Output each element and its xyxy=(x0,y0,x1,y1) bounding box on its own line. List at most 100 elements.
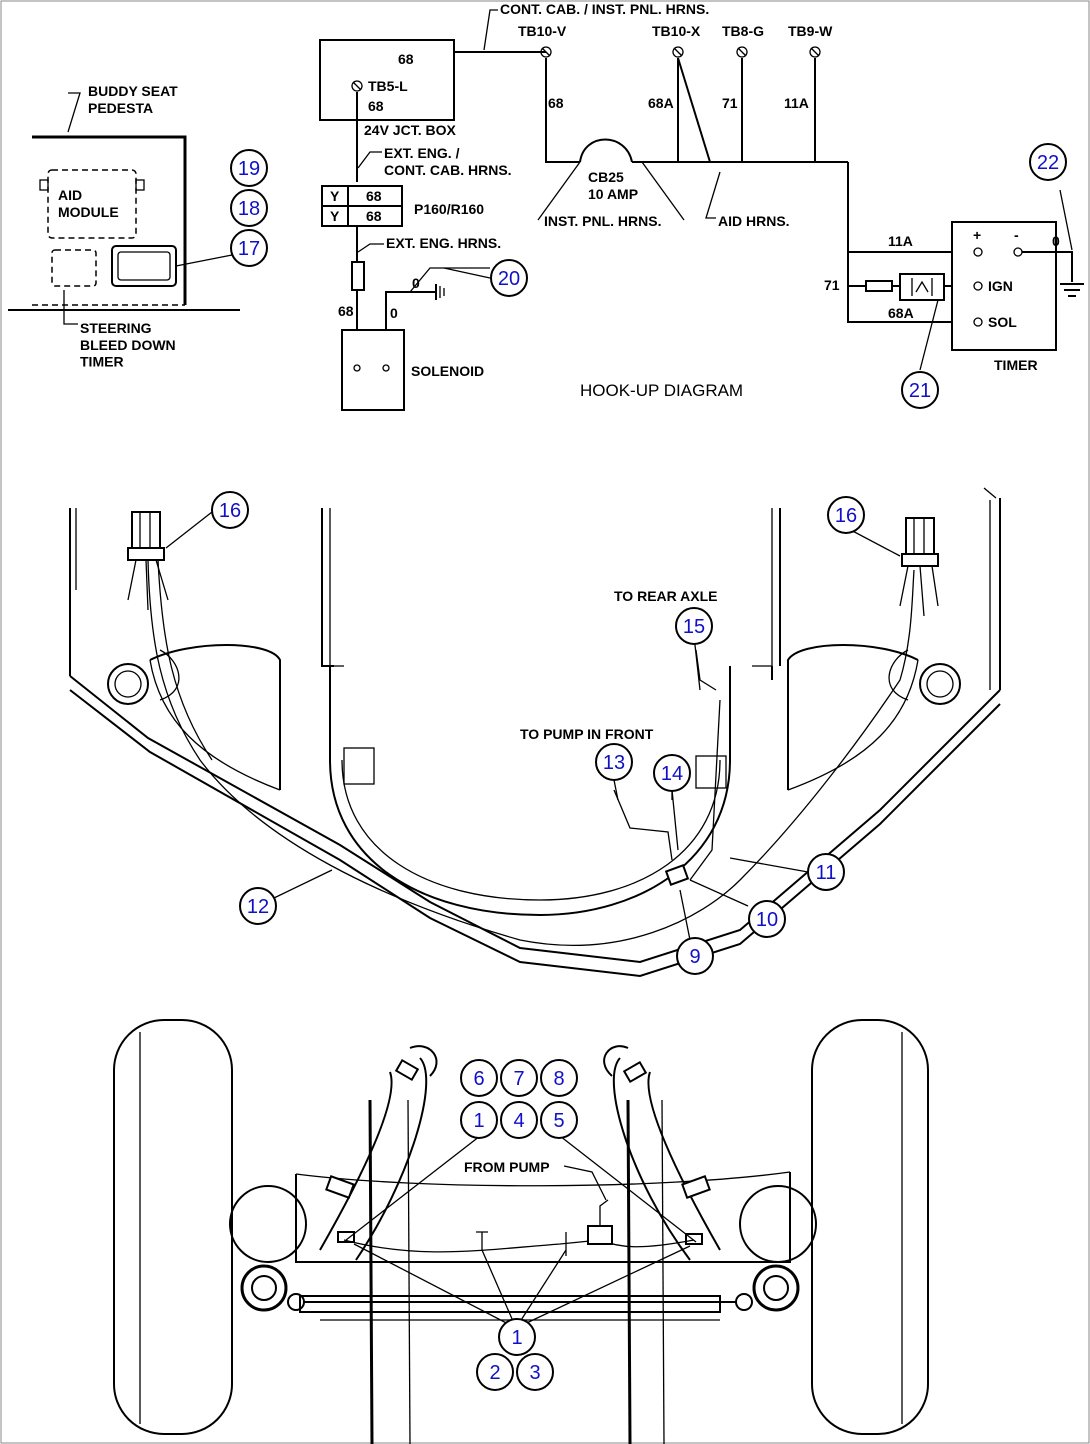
callout-bubble-c1b: 1 xyxy=(498,1318,536,1356)
to-pump-label: TO PUMP IN FRONT xyxy=(520,726,654,742)
timer-wire-0: 0 xyxy=(1052,233,1060,249)
callout-bubble-c15: 15 xyxy=(675,607,713,645)
callout-bubble-c6: 6 xyxy=(460,1059,498,1097)
connector-pin-1: Y xyxy=(330,188,340,204)
callout-num: 2 xyxy=(489,1362,500,1384)
timer-box: + - IGN SOL TIMER xyxy=(951,221,1057,373)
wire-68a-label: 68A xyxy=(648,95,674,111)
aid-hrns-label: AID HRNS. xyxy=(718,213,790,229)
callout-num: 3 xyxy=(529,1362,540,1384)
connector-pin-2: Y xyxy=(330,208,340,224)
callout-bubble-c14: 14 xyxy=(653,754,691,792)
timer-wire-68a: 68A xyxy=(888,305,914,321)
timer-label: TIMER xyxy=(994,357,1038,373)
from-pump-label: FROM PUMP xyxy=(464,1159,550,1175)
callout-bubble-c18: 18 xyxy=(230,189,268,227)
callout-bubble-c2: 2 xyxy=(476,1353,514,1391)
callout-num: 14 xyxy=(661,763,683,785)
callout-num: 6 xyxy=(473,1068,484,1090)
jct-box-label: 24V JCT. BOX xyxy=(364,122,456,138)
callout-bubble-c3: 3 xyxy=(516,1353,554,1391)
callout-num: 5 xyxy=(553,1110,564,1132)
callout-num: 4 xyxy=(513,1110,524,1132)
callout-num: 11 xyxy=(816,862,837,884)
callout-bubble-c19: 19 xyxy=(230,149,268,187)
callout-num: 9 xyxy=(689,946,700,968)
callout-bubble-c7: 7 xyxy=(500,1059,538,1097)
ext-eng-cont-label: EXT. ENG. /CONT. CAB. HRNS. xyxy=(384,145,512,178)
callout-bubble-c12: 12 xyxy=(239,887,277,925)
callout-num: 10 xyxy=(756,909,778,931)
timer-ign: IGN xyxy=(988,278,1013,294)
frame-routing: TO REAR AXLE TO PUMP IN FRONT xyxy=(69,487,1001,978)
callout-bubble-c13: 13 xyxy=(595,743,633,781)
callout-num: 8 xyxy=(553,1068,564,1090)
solenoid-wire-right: 0 xyxy=(390,305,398,321)
pressure-switch-right xyxy=(899,517,939,617)
callout-bubble-c1a: 1 xyxy=(460,1101,498,1139)
terminal-tb9w: TB9-W xyxy=(788,23,833,39)
callout-num: 18 xyxy=(238,198,260,220)
callout-bubble-c16a: 16 xyxy=(211,491,249,529)
callout-num: 16 xyxy=(835,505,857,527)
jct-box-wire-top: 68 xyxy=(398,51,414,67)
wire-68-label: 68 xyxy=(548,95,564,111)
connector-p160-r160: Y 68 Y 68 P160/R160 xyxy=(321,185,484,227)
to-rear-axle-label: TO REAR AXLE xyxy=(614,588,717,604)
callout-num: 20 xyxy=(498,268,520,290)
solenoid-label: SOLENOID xyxy=(411,363,484,379)
ext-eng-hrns-label: EXT. ENG. HRNS. xyxy=(386,235,501,251)
timer-wire-11a: 11A xyxy=(888,233,913,249)
callout-bubble-c10: 10 xyxy=(748,900,786,938)
front-axle: FROM PUMP xyxy=(113,1019,929,1444)
hookup-title: HOOK-UP DIAGRAM xyxy=(580,381,743,400)
callout-num: 12 xyxy=(247,896,269,918)
wire-11a-label: 11A xyxy=(784,95,809,111)
connector-wire-1: 68 xyxy=(366,188,382,204)
callout-bubble-c22: 22 xyxy=(1029,143,1067,181)
callout-num: 22 xyxy=(1037,152,1059,174)
connector-wire-2: 68 xyxy=(366,208,382,224)
callout-bubble-c11: 11 xyxy=(807,853,845,891)
connector-name: P160/R160 xyxy=(414,201,484,217)
solenoid-wire-left: 68 xyxy=(338,303,354,319)
callout-num: 1 xyxy=(473,1110,484,1132)
relay-block xyxy=(899,273,978,371)
terminal-bus: TB10-V 68 TB10-X 68A TB8-G 71 TB9-W 11A xyxy=(518,23,848,229)
callout-num: 21 xyxy=(909,380,931,402)
harness-top-label: CONT. CAB. / INST. PNL. HRNS. xyxy=(500,1,709,17)
junction-box: 68 TB5-L 68 24V JCT. BOX xyxy=(319,39,456,138)
callout-leaders xyxy=(165,267,901,801)
wire-71-label: 71 xyxy=(722,95,738,111)
callout-num: 17 xyxy=(238,238,260,260)
callout-num: 15 xyxy=(683,616,705,638)
solenoid: SOLENOID xyxy=(341,329,484,411)
callout-bubble-c20: 20 xyxy=(490,259,528,297)
jct-box-terminal: TB5-L xyxy=(368,78,408,94)
jct-box-wire-bottom: 68 xyxy=(368,98,384,114)
terminal-tb8g: TB8-G xyxy=(722,23,764,39)
timer-plus: + xyxy=(973,227,981,243)
timer-wire-71: 71 xyxy=(824,277,840,293)
timer-sol: SOL xyxy=(988,314,1017,330)
callout-bubble-c17: 17 xyxy=(230,229,268,267)
callout-bubble-c5: 5 xyxy=(540,1101,578,1139)
callout-num: 19 xyxy=(238,158,260,180)
callout-bubble-c4: 4 xyxy=(500,1101,538,1139)
timer-minus: - xyxy=(1014,227,1019,243)
terminal-tb10x: TB10-X xyxy=(652,23,701,39)
callout-num: 7 xyxy=(513,1068,524,1090)
callout-num: 16 xyxy=(219,500,241,522)
ground-wire-label: 0 xyxy=(412,275,420,291)
callout-bubble-c16b: 16 xyxy=(827,496,865,534)
inst-pnl-hrns-label: INST. PNL. HRNS. xyxy=(544,213,661,229)
